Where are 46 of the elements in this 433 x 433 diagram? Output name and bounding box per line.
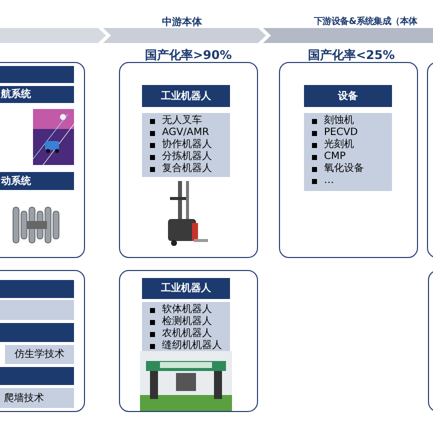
card-frame xyxy=(119,270,258,412)
stage-label: 国产化率>90% xyxy=(145,47,232,64)
card-frame xyxy=(0,270,85,412)
list-item: 协作机器人 xyxy=(162,139,212,150)
list-item: PECVD xyxy=(324,127,358,138)
card-frame xyxy=(0,62,85,258)
list-item: 农机机器人 xyxy=(162,328,212,340)
section-header xyxy=(304,85,392,107)
list-item: CMP xyxy=(324,151,346,163)
tag-text: 仿生学技术 xyxy=(14,348,64,362)
header-text: 设备 xyxy=(338,90,358,104)
header-text: 工业机器人 xyxy=(161,282,211,296)
list-item: 软体机器人 xyxy=(162,304,212,316)
list-item: 检测机器人 xyxy=(162,316,212,328)
tag-text: 爬墙技术 xyxy=(4,392,44,406)
item-list-panel xyxy=(142,302,230,351)
tag-bar xyxy=(0,388,74,408)
header-text: 工业机器人 xyxy=(161,90,211,104)
list-item: 光刻机 xyxy=(324,139,354,151)
card-frame xyxy=(279,62,418,258)
header-text: 航系统 xyxy=(1,87,31,102)
header-bar xyxy=(0,323,74,342)
header-bar xyxy=(0,66,74,83)
list-item: AGV/AMR xyxy=(162,127,210,138)
section-header xyxy=(0,172,74,190)
tag-bar xyxy=(5,345,74,364)
stage-label: 中游本体 xyxy=(162,16,202,30)
section-header xyxy=(142,85,230,107)
stage-label: 下游设备&系统集成（本体 xyxy=(314,16,418,29)
section-header xyxy=(142,278,230,299)
list-item: 刻蚀机 xyxy=(324,115,354,127)
header-bar xyxy=(0,300,74,320)
header-text: 动系统 xyxy=(1,174,31,188)
header-bar xyxy=(0,280,74,298)
item-list-panel xyxy=(142,113,230,177)
card-frame xyxy=(119,62,258,258)
stage-label: 国产化率<25% xyxy=(308,47,395,64)
list-item: … xyxy=(324,175,334,187)
section-header xyxy=(0,86,74,103)
list-item: 无人叉车 xyxy=(162,115,202,127)
list-item: 复合机器人 xyxy=(162,163,212,175)
list-item: 分拣机器人 xyxy=(162,151,212,162)
item-list-panel xyxy=(304,113,392,191)
list-item: 氧化设备 xyxy=(324,163,364,175)
header-bar xyxy=(0,367,74,385)
list-item: 缝纫机机器人 xyxy=(162,340,222,352)
